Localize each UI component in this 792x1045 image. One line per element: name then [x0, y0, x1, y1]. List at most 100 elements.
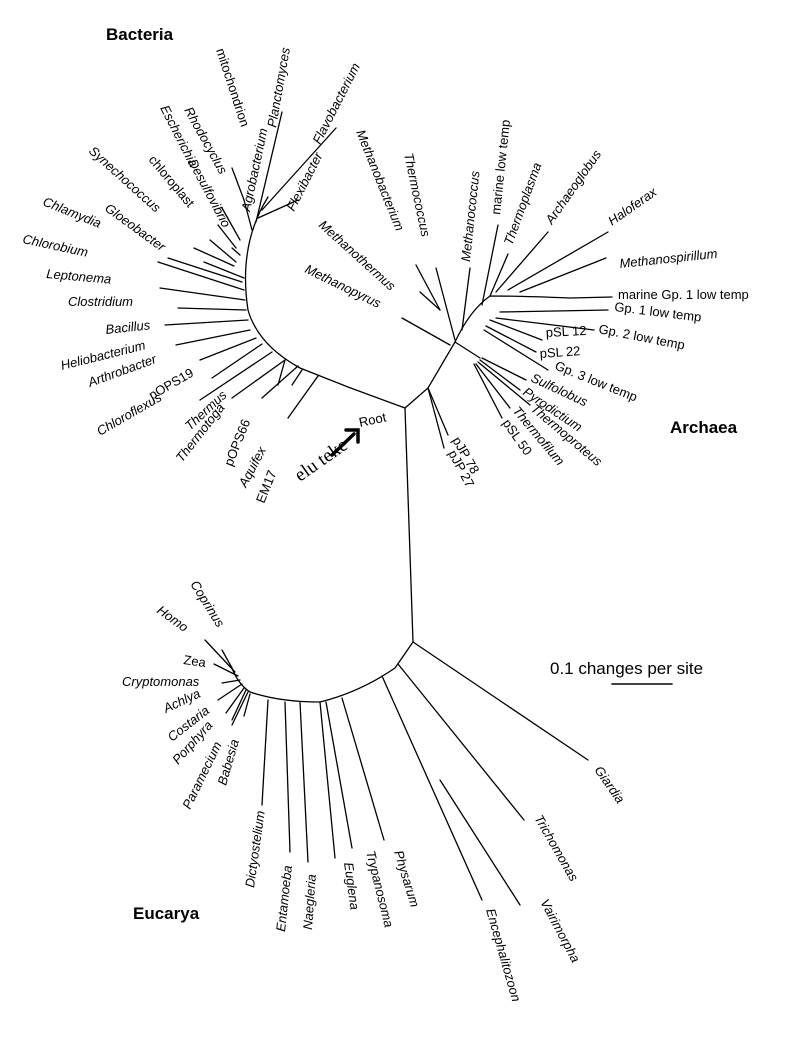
branch-methanococcus: [461, 267, 471, 331]
taxon-label: Bacillus: [105, 317, 152, 337]
root-arrow-shaft: [330, 432, 356, 457]
branch-marine-gp1: [569, 296, 613, 299]
branch-chloroplast: [209, 239, 237, 263]
branch-planctomyces: [255, 111, 283, 223]
bacteria-backbone-arc: [244, 196, 406, 409]
root-arrow: [330, 428, 360, 457]
branch-trypanosoma: [325, 701, 353, 849]
branch-homo: [204, 639, 236, 673]
branch-escherichia: [217, 224, 237, 249]
branch-thermococcus: [435, 267, 456, 341]
branch-em17: [291, 369, 303, 386]
branch-chloroflexus: [199, 351, 273, 401]
taxon-label: Trichomonas: [531, 812, 581, 884]
root-arrow-head: [344, 428, 360, 444]
branch-desulfovibrio: [231, 247, 241, 256]
branch-flexibacter: [257, 199, 299, 219]
branch-arthrobacter: [199, 337, 257, 361]
archaea-branches: [401, 224, 613, 449]
taxon-label: Gp. 1 low temp: [614, 299, 703, 325]
root-label: Root: [358, 409, 388, 429]
taxon-label: Flexibacter: [283, 149, 326, 213]
root-to-eucarya-stem: [404, 407, 414, 643]
taxon-label: Clostridium: [68, 294, 133, 309]
taxon-label: pSL 22: [539, 343, 581, 361]
taxon-label: Cryptomonas: [122, 674, 200, 689]
taxon-label: Methanococcus: [458, 170, 482, 263]
taxon-label: Euglena: [341, 861, 362, 910]
taxon-label: Entamoeba: [273, 865, 295, 933]
taxon-label: Zea: [183, 652, 208, 670]
handwritten-annotation: elu teke: [291, 435, 352, 486]
scale-label: 0.1 changes per site: [550, 659, 703, 678]
taxon-label: Physarum: [391, 848, 423, 909]
domain-label-eucarya: Eucarya: [133, 904, 200, 923]
bacteria-branches: [157, 111, 337, 419]
domain-label-bacteria: Bacteria: [106, 25, 174, 44]
branch-physarum: [341, 697, 385, 841]
branch-trichomonas: [397, 663, 525, 821]
taxon-label: Naegleria: [300, 874, 319, 931]
branch-chlorobium: [157, 261, 245, 291]
taxon-label: mitochondrion: [213, 46, 252, 128]
branch-psl12: [489, 319, 543, 341]
branch-leptonema: [159, 287, 246, 301]
branch-sulfolobus: [481, 357, 527, 381]
branch-methanopyrus: [401, 317, 451, 346]
branch-thermofilum: [475, 363, 511, 409]
taxon-label: Methanospirillum: [619, 246, 718, 271]
taxon-label: Trypanosoma: [363, 849, 397, 929]
branch-thermus: [231, 359, 286, 399]
branch-cryptomonas: [221, 679, 241, 684]
taxon-label: marine low temp: [488, 119, 513, 215]
taxon-label: Chlamydia: [41, 194, 104, 231]
taxon-label: Gp. 2 low temp: [597, 321, 686, 352]
branch-pops19: [211, 343, 263, 379]
taxon-label: Chlorobium: [21, 231, 89, 260]
branch-methanospirillum: [519, 257, 607, 293]
root-to-archaea-stem: [404, 341, 456, 409]
branch-haloferax: [507, 231, 609, 291]
branch-euglena: [319, 701, 336, 859]
branch-thermoproteus: [477, 361, 531, 406]
taxon-label: Vairimorpha: [537, 896, 583, 965]
taxon-label: Giardia: [592, 763, 628, 806]
taxon-label: Methanobacterium: [353, 128, 407, 234]
branch-psl22: [485, 325, 537, 353]
branch-pops66: [277, 359, 286, 386]
branch-babesia: [243, 693, 251, 717]
eucarya-backbone-arc: [231, 641, 414, 703]
branch-giardia: [412, 641, 589, 761]
branch-archaeoglobus: [495, 231, 549, 293]
branch-bacillus: [164, 319, 249, 326]
branch-thermoplasma: [489, 253, 509, 297]
branch-methanothermus: [419, 291, 441, 311]
branch-vairimorpha: [439, 779, 521, 906]
eucarya-labels: Coprinus Homo Zea Cryptomonas Achlya Cos…: [122, 578, 628, 1004]
taxon-label: marine Gp. 1 low temp: [618, 287, 749, 302]
taxon-label: Chloroflexus: [94, 389, 165, 438]
branch-porphyra: [231, 689, 247, 721]
branch-gloeobacter: [203, 261, 245, 279]
domain-label-archaea: Archaea: [670, 418, 738, 437]
branch-aquifex: [287, 375, 319, 419]
branch-synechococcus: [193, 247, 235, 267]
taxon-label: pSL 12: [545, 323, 586, 340]
branch-achlya: [217, 683, 243, 701]
branch-encephalitozoon: [381, 675, 483, 901]
taxon-label: Archaeoglobus: [542, 147, 605, 228]
taxon-label: Homo: [154, 602, 191, 635]
branch-entamoeba: [284, 701, 291, 853]
branch-marine-low-temp: [481, 224, 499, 306]
branch-heliobacterium: [175, 329, 251, 346]
taxon-label: Coprinus: [187, 578, 228, 630]
branch-mitochondrion: [231, 167, 245, 201]
archaea-crenarchaeota-branch: [454, 341, 481, 359]
taxon-label: Synechococcus: [86, 143, 164, 215]
branch-clostridium: [177, 307, 247, 311]
branch-agrobacterium: [243, 199, 253, 231]
branch-flavobacterium: [261, 127, 337, 211]
tree-backbone: [231, 196, 571, 703]
branch-pjp78: [427, 387, 449, 436]
